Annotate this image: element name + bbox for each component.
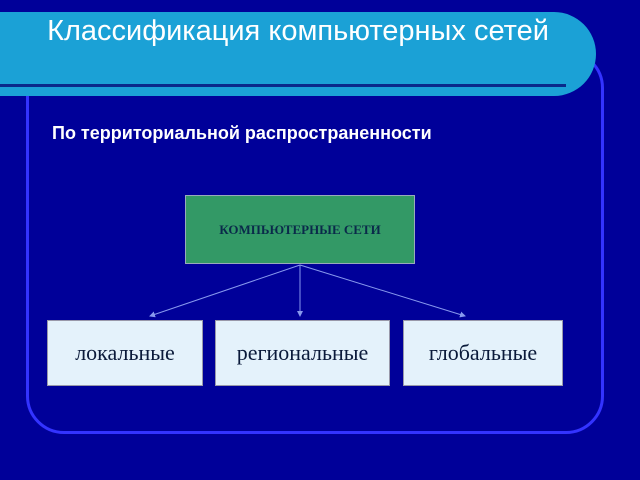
node-local: локальные <box>47 320 203 386</box>
root-node: КОМПЬЮТЕРНЫЕ СЕТИ <box>185 195 415 264</box>
slide-subtitle: По территориальной распространенности <box>52 123 432 143</box>
title-bar <box>0 12 596 96</box>
slide-title: Классификация компьютерных сетей <box>47 15 549 47</box>
arrow-to-local <box>149 264 301 318</box>
node-regional: региональные <box>215 320 390 386</box>
node-global: глобальные <box>403 320 563 386</box>
arrow-to-global <box>299 264 466 318</box>
title-underline <box>0 84 566 87</box>
